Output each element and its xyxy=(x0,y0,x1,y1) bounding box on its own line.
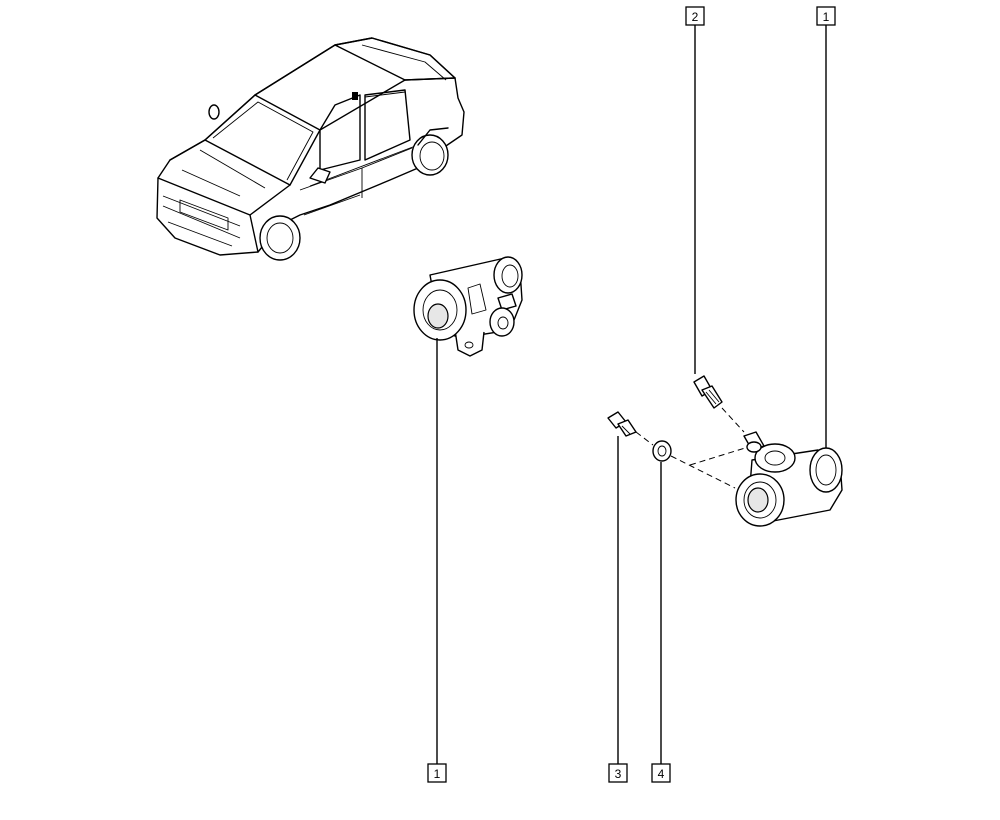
callout-bottom-1: 1 xyxy=(427,763,447,783)
sedan-car-icon xyxy=(156,37,465,261)
svg-text:1: 1 xyxy=(823,10,830,24)
leader-lines xyxy=(436,24,827,764)
callout-bottom-4: 4 xyxy=(651,763,671,783)
callout-top-1: 1 xyxy=(816,6,836,26)
callout-bottom-3: 3 xyxy=(608,763,628,783)
washer-icon xyxy=(652,440,672,462)
wheel-cylinder-icon xyxy=(413,256,523,357)
svg-text:4: 4 xyxy=(658,767,665,781)
callout-top-2: 2 xyxy=(685,6,705,26)
mounting-bolt-icon xyxy=(607,411,637,437)
assembly-dashed-lines xyxy=(635,407,746,489)
svg-text:2: 2 xyxy=(692,10,699,24)
bleed-screw-icon xyxy=(693,375,723,409)
svg-text:3: 3 xyxy=(615,767,622,781)
wheel-cylinder-exploded-icon xyxy=(735,431,843,527)
svg-text:1: 1 xyxy=(434,767,441,781)
